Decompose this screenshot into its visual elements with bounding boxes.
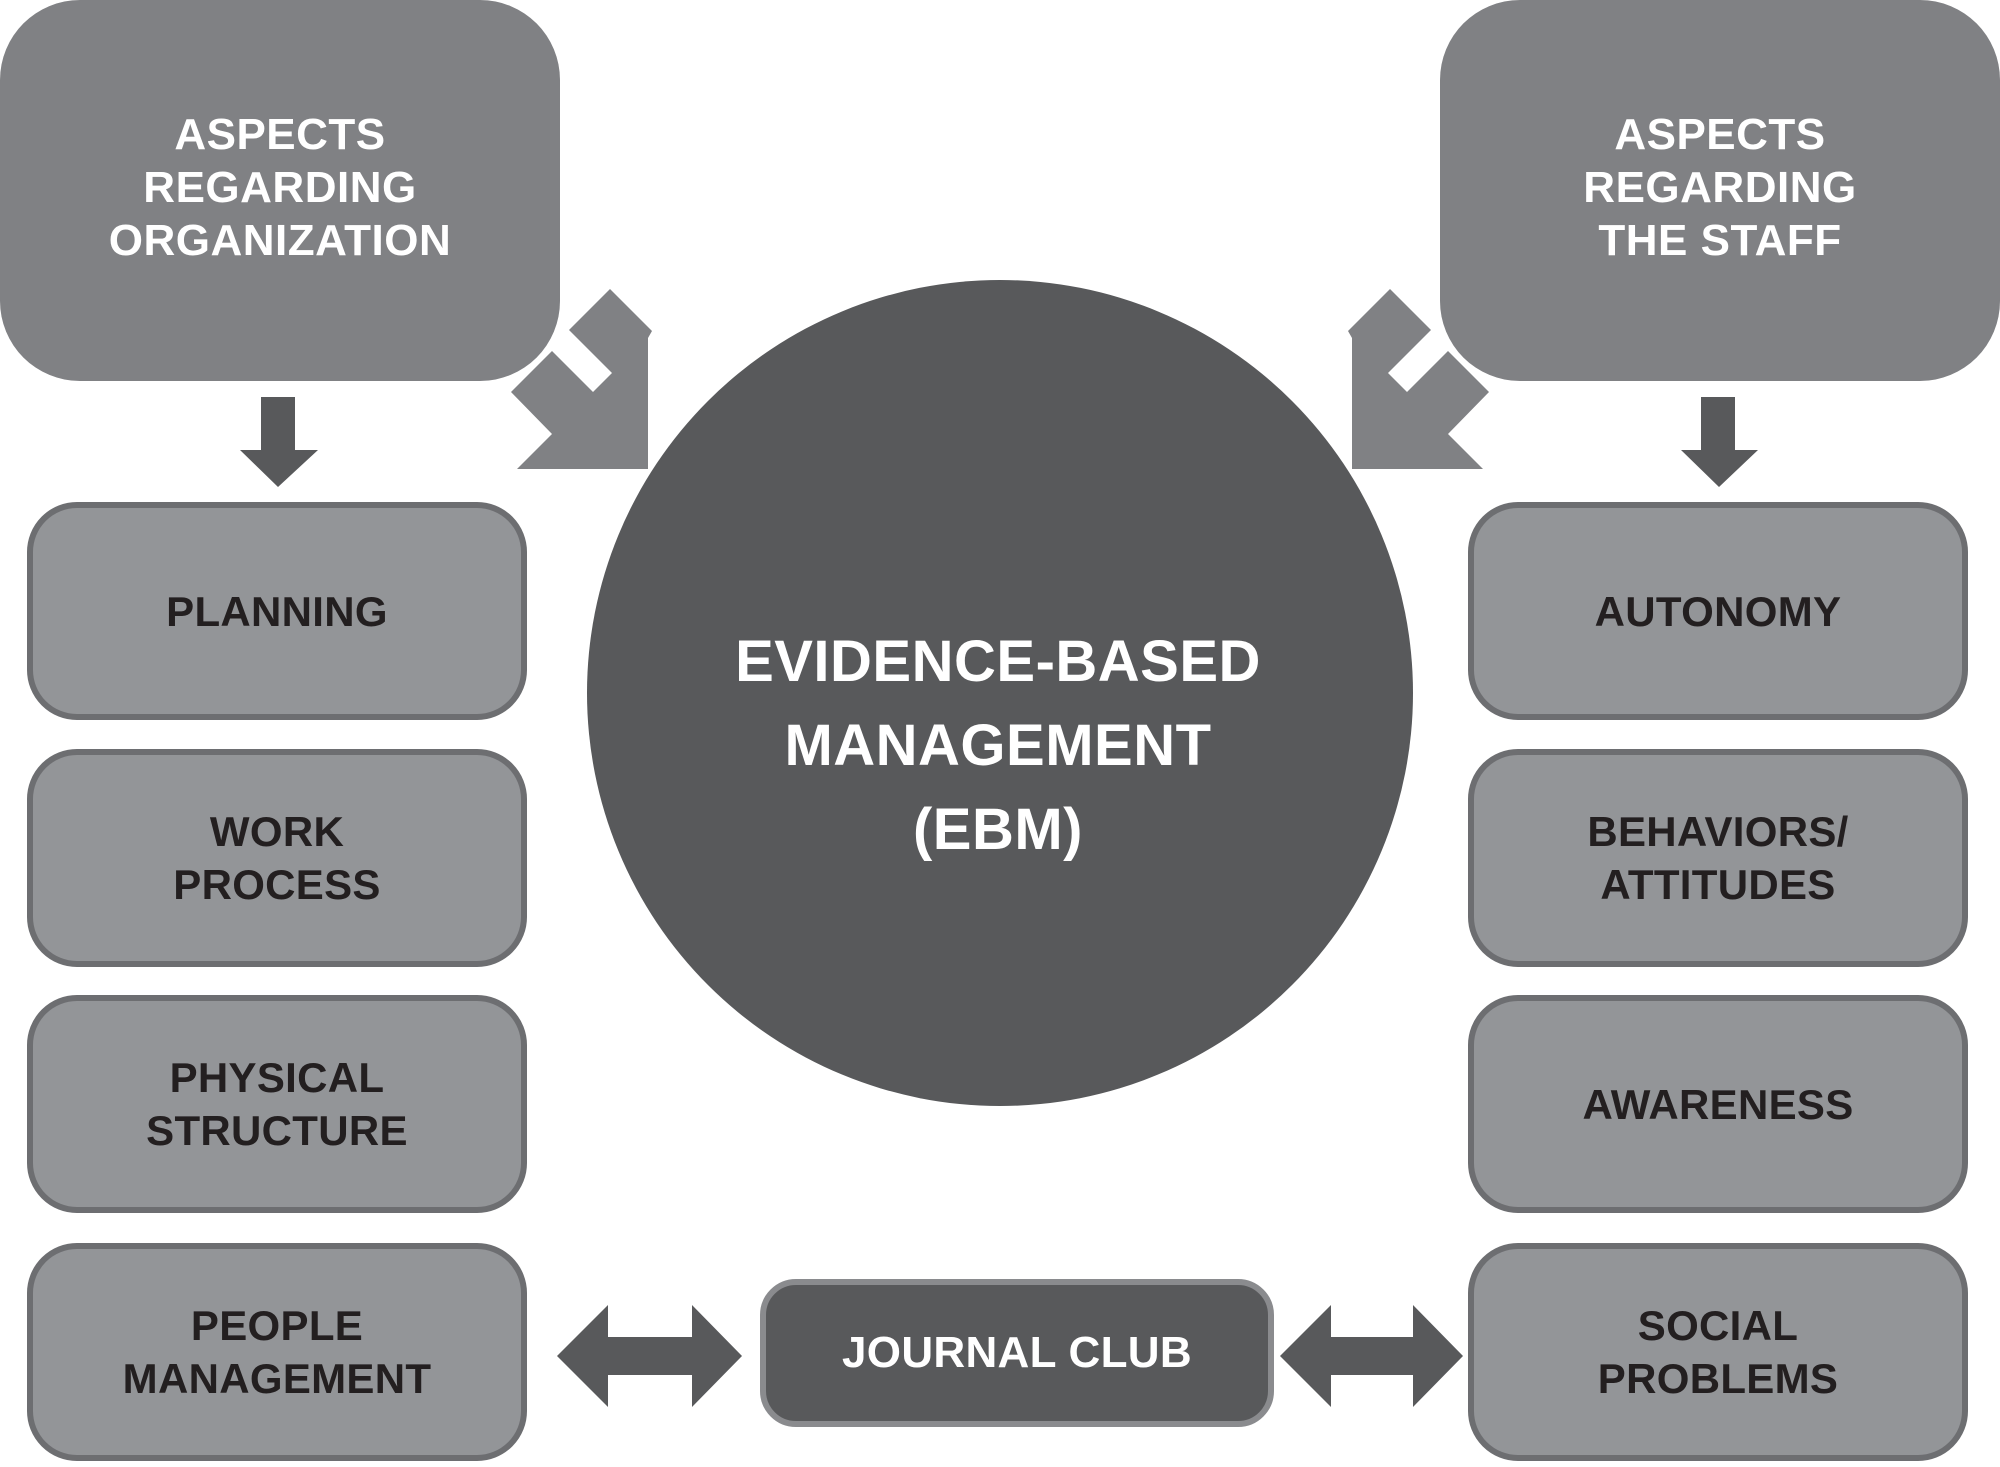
item-label: PROBLEMS xyxy=(1597,1355,1839,1402)
left-double-arrow xyxy=(557,1305,742,1407)
ebm-label: EVIDENCE-BASED MANAGEMENT (EBM) xyxy=(588,620,1408,872)
right-double-arrow xyxy=(1280,1305,1463,1407)
ebm-circle xyxy=(587,280,1413,1106)
left-header-line: ORGANIZATION xyxy=(108,216,452,265)
item-label: PLANNING xyxy=(166,587,388,635)
right-item-behaviors-attitudes: BEHAVIORS/ ATTITUDES xyxy=(1468,749,1968,967)
right-header-line: REGARDING xyxy=(1583,163,1857,212)
left-item-people-management: PEOPLE MANAGEMENT xyxy=(27,1243,527,1461)
item-label: PHYSICAL xyxy=(169,1054,385,1101)
right-diagonal-arrow xyxy=(1348,289,1489,469)
left-header-box: ASPECTS REGARDING ORGANIZATION xyxy=(0,0,560,381)
left-header-line: REGARDING xyxy=(143,163,417,212)
left-diagonal-arrow xyxy=(511,289,652,469)
left-item-work-process: WORK PROCESS xyxy=(27,749,527,967)
right-item-awareness: AWARENESS xyxy=(1468,995,1968,1213)
left-header-line: ASPECTS xyxy=(174,110,386,159)
item-label: AUTONOMY xyxy=(1594,587,1842,635)
journal-club-label: JOURNAL CLUB xyxy=(842,1328,1192,1377)
right-header-line: THE STAFF xyxy=(1598,216,1842,265)
right-down-arrow xyxy=(1681,397,1758,487)
ebm-label-line: MANAGEMENT xyxy=(784,713,1212,778)
left-down-arrow xyxy=(240,397,318,487)
item-label: SOCIAL xyxy=(1637,1302,1799,1349)
ebm-label-line: (EBM) xyxy=(912,797,1083,862)
ebm-label-line: EVIDENCE-BASED xyxy=(735,629,1261,694)
right-item-autonomy: AUTONOMY xyxy=(1468,502,1968,720)
item-label: BEHAVIORS/ xyxy=(1587,808,1849,855)
item-label: PROCESS xyxy=(173,861,381,908)
right-item-social-problems: SOCIAL PROBLEMS xyxy=(1468,1243,1968,1461)
item-label: WORK xyxy=(209,808,345,855)
item-label: PEOPLE xyxy=(190,1302,364,1349)
left-item-planning: PLANNING xyxy=(27,502,527,720)
left-item-physical-structure: PHYSICAL STRUCTURE xyxy=(27,995,527,1213)
item-label: STRUCTURE xyxy=(146,1107,408,1154)
right-header-box: ASPECTS REGARDING THE STAFF xyxy=(1440,0,2000,381)
right-header-line: ASPECTS xyxy=(1614,110,1826,159)
item-label: AWARENESS xyxy=(1582,1080,1854,1128)
item-label: MANAGEMENT xyxy=(122,1355,432,1402)
item-label: ATTITUDES xyxy=(1600,861,1836,908)
journal-club-box: JOURNAL CLUB xyxy=(760,1279,1274,1427)
